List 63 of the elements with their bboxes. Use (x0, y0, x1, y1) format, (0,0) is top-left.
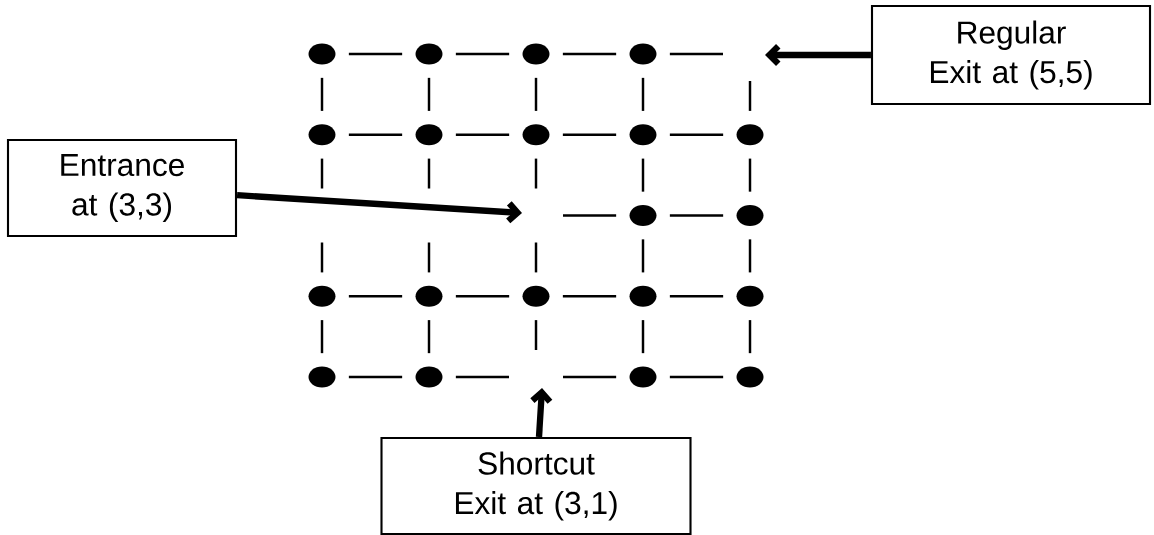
grid-dot (522, 124, 550, 146)
grid-dot (629, 205, 657, 226)
path-segment (348, 375, 403, 379)
path-segment (669, 375, 724, 379)
path-segment (320, 320, 324, 354)
path-segment (348, 52, 403, 56)
path-segment (534, 77, 538, 111)
path-segment (562, 52, 617, 56)
path-segment (427, 320, 431, 354)
grid-dot (415, 124, 443, 146)
path-segment (641, 239, 645, 273)
path-segment (427, 242, 431, 273)
grid-dot (736, 366, 764, 388)
grid-dot (415, 366, 443, 388)
path-segment (427, 77, 431, 111)
path-segment (748, 320, 752, 354)
path-segment (455, 375, 509, 379)
grid-dot (629, 285, 657, 307)
grid-dot (629, 43, 657, 65)
grid-dot (522, 285, 550, 307)
grid-dot (415, 43, 443, 65)
path-segment (563, 214, 617, 217)
path-segment (348, 295, 403, 298)
path-segment (669, 214, 724, 217)
path-segment (641, 158, 645, 192)
grid-dot (308, 124, 336, 146)
grid-dot (629, 366, 657, 388)
path-segment (562, 295, 617, 298)
grid-dot (736, 205, 764, 226)
path-segment (669, 52, 723, 56)
path-segment (320, 158, 324, 189)
callout-box: Entrance at (3,3) (6, 138, 238, 238)
path-segment (641, 320, 645, 354)
path-segment (348, 133, 403, 136)
grid-dot (522, 43, 550, 65)
path-segment (455, 295, 510, 298)
path-segment (534, 242, 538, 273)
grid-dot (736, 285, 764, 307)
path-segment (669, 133, 724, 136)
path-segment (563, 375, 617, 379)
grid-dot (736, 124, 764, 146)
path-segment (455, 52, 510, 56)
path-segment (534, 158, 538, 189)
grid-dot (415, 285, 443, 307)
callout-box: Shortcut Exit at (3,1) (380, 436, 692, 535)
path-segment (748, 81, 752, 111)
path-segment (320, 242, 324, 273)
grid-dot (308, 366, 336, 388)
arrow (530, 388, 553, 438)
path-segment (562, 133, 617, 136)
path-segment (641, 77, 645, 111)
path-segment (534, 320, 538, 350)
path-segment (748, 158, 752, 192)
path-segment (427, 158, 431, 189)
path-segment (748, 239, 752, 273)
path-segment (320, 77, 324, 111)
grid-dot (308, 285, 336, 307)
grid-dot (308, 43, 336, 65)
grid-dot (629, 124, 657, 146)
arrow (236, 192, 522, 224)
callout-box: Regular Exit at (5,5) (870, 4, 1152, 106)
path-segment (669, 295, 724, 298)
path-segment (455, 133, 510, 136)
